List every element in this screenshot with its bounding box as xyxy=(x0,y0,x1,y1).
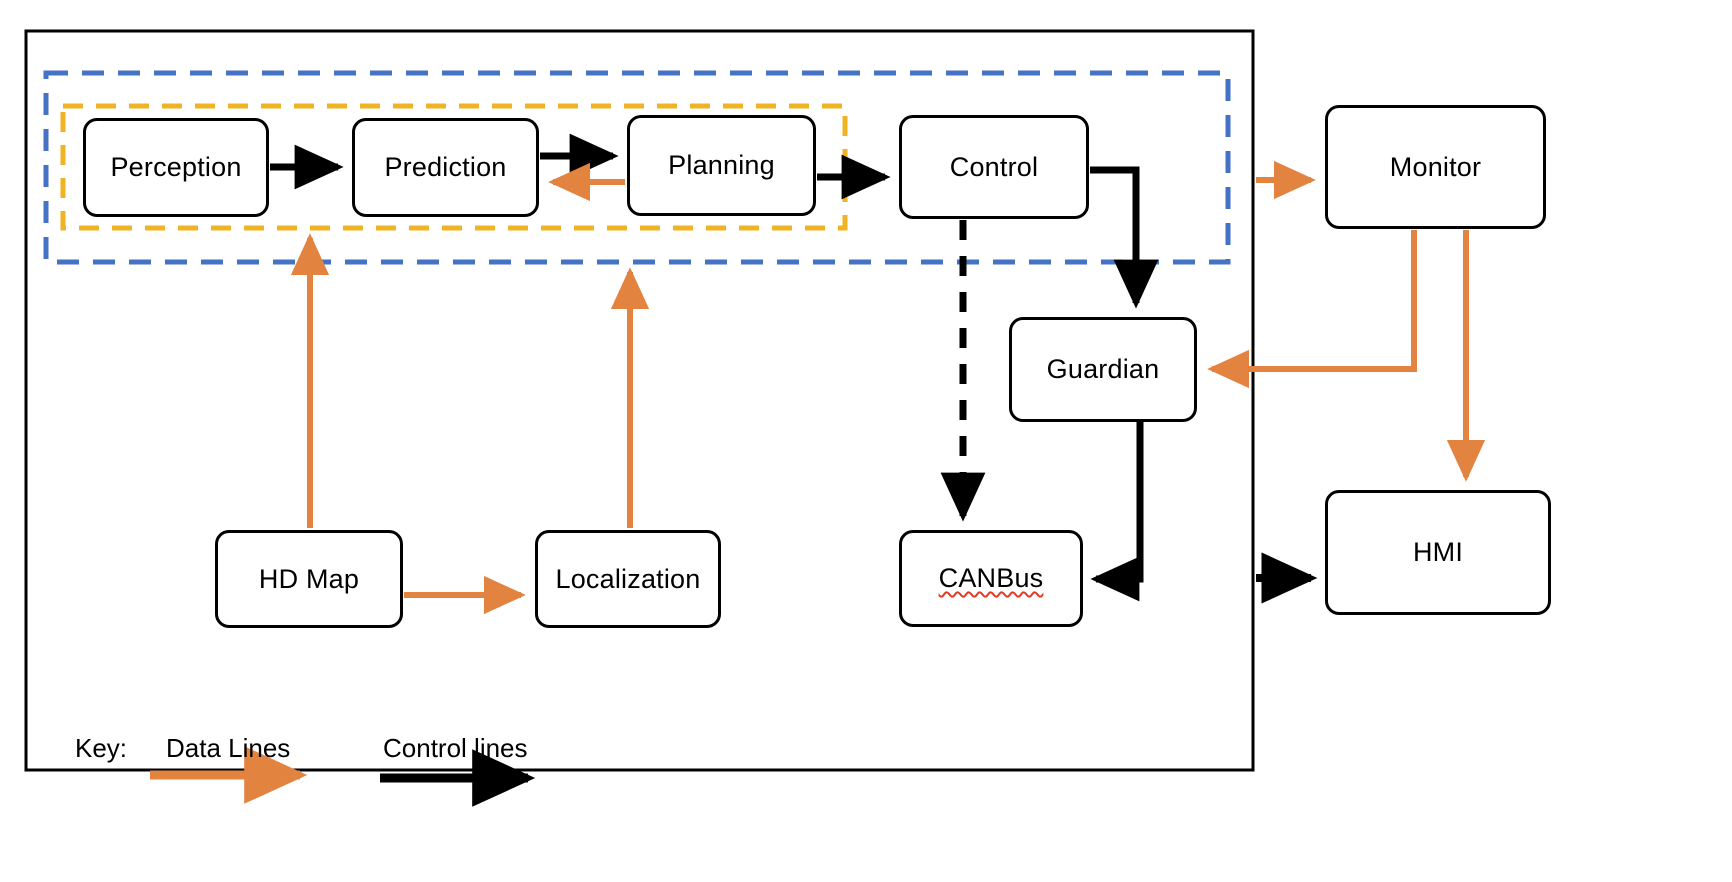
edge-monitor-to-guardian xyxy=(1207,230,1417,389)
edge-guardian-to-canbus xyxy=(1090,422,1144,602)
node-prediction-label: Prediction xyxy=(384,152,507,182)
key-data-lines-label: Data Lines xyxy=(166,733,291,763)
key-title: Key: xyxy=(75,733,128,763)
node-canbus[interactable]: CANBus xyxy=(899,530,1083,627)
node-monitor-label: Monitor xyxy=(1389,151,1482,182)
node-monitor[interactable]: Monitor xyxy=(1325,105,1546,229)
node-canbus-label: CANBus xyxy=(938,563,1044,593)
node-hmi[interactable]: HMI xyxy=(1325,490,1551,615)
node-control[interactable]: Control xyxy=(899,115,1089,219)
node-localization[interactable]: Localization xyxy=(535,530,721,628)
node-perception-label: Perception xyxy=(110,152,242,182)
node-hmi-label: HMI xyxy=(1412,537,1464,567)
node-planning[interactable]: Planning xyxy=(627,115,816,216)
outer-group-box xyxy=(43,70,1231,265)
key-control-lines-label: Control lines xyxy=(383,733,528,763)
node-hd-map[interactable]: HD Map xyxy=(215,530,403,628)
vehicle-boundary-frame xyxy=(24,29,1255,772)
node-localization-label: Localization xyxy=(555,563,701,594)
edge-control-to-guardian xyxy=(1090,166,1159,309)
node-hd-map-label: HD Map xyxy=(258,563,360,594)
node-guardian-label: Guardian xyxy=(1046,354,1160,384)
node-control-label: Control xyxy=(949,151,1039,182)
node-perception[interactable]: Perception xyxy=(83,118,269,217)
node-prediction[interactable]: Prediction xyxy=(352,118,539,217)
node-guardian[interactable]: Guardian xyxy=(1009,317,1197,422)
node-planning-label: Planning xyxy=(668,150,775,180)
